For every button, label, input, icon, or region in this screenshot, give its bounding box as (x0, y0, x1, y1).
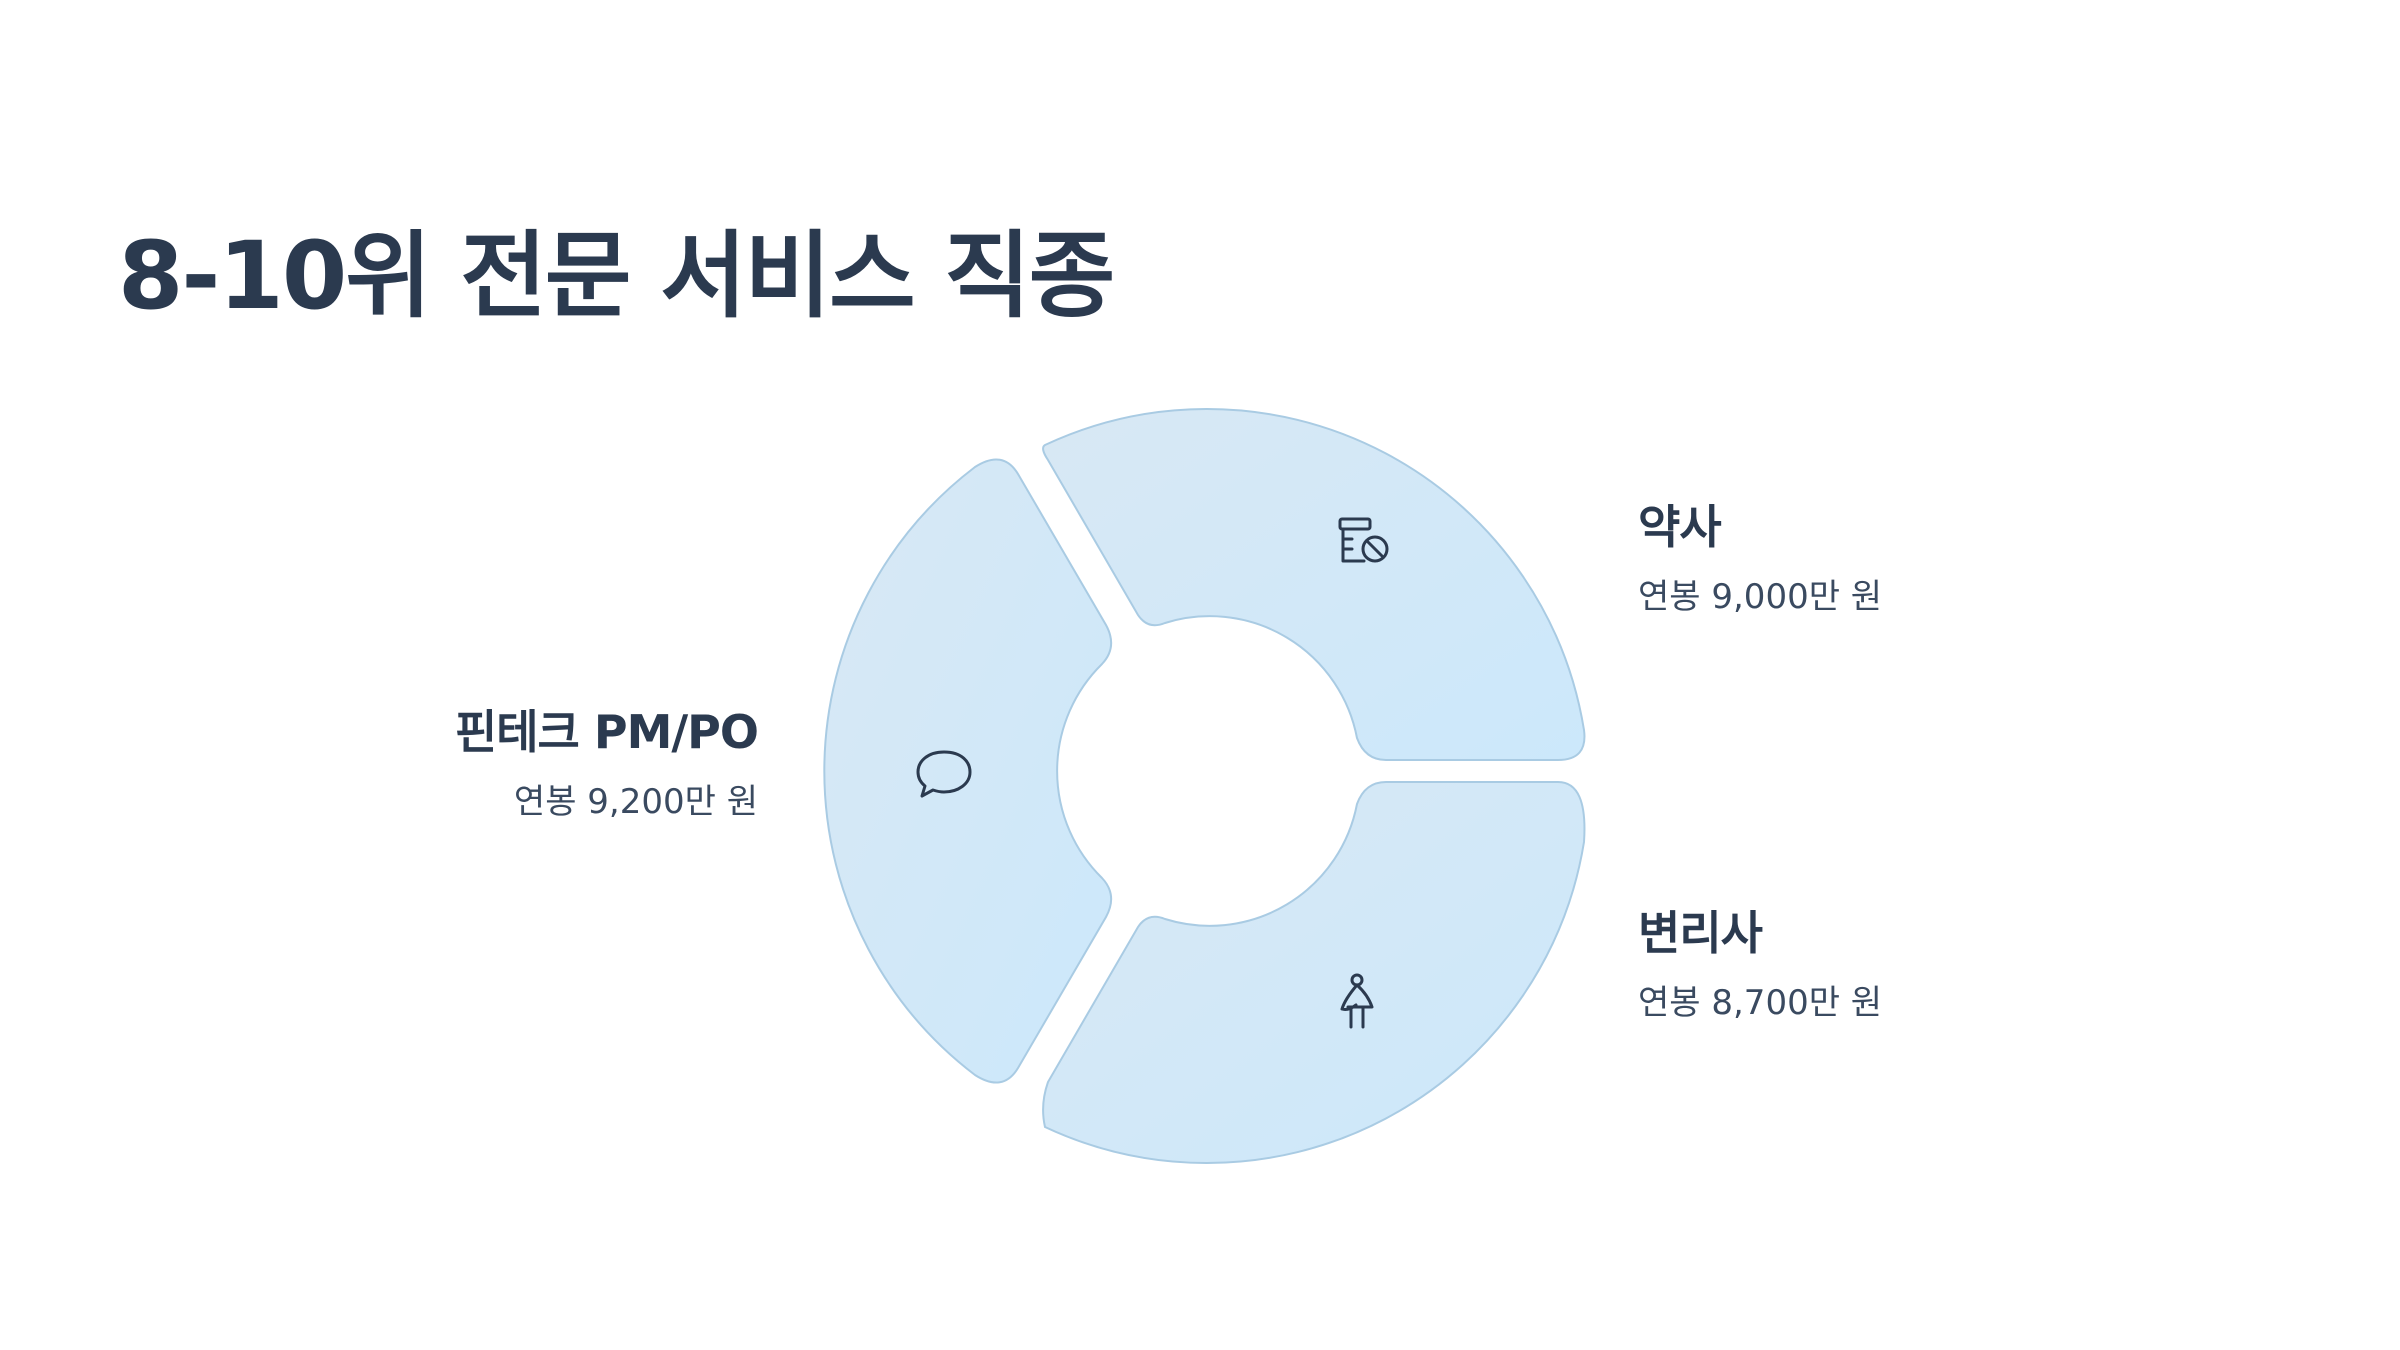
label-salary: 연봉 9,200만 원 (513, 782, 758, 823)
label-patent-attorney: 변리사 연봉 8,700만 원 (1638, 906, 1882, 1024)
label-name: 핀테크 PM/PO (454, 705, 759, 759)
label-pharmacist: 약사 연봉 9,000만 원 (1638, 500, 1882, 618)
label-salary: 연봉 9,000만 원 (1638, 577, 1883, 618)
page-title: 8-10위 전문 서비스 직종 (118, 222, 1115, 331)
speech-bubble-icon (916, 750, 972, 798)
segment-pharmacist (1042, 408, 1586, 761)
medicine-bottle-icon (1338, 517, 1389, 563)
label-salary: 연봉 8,700만 원 (1638, 983, 1883, 1024)
segment-patent-attorney (1042, 781, 1586, 1164)
label-name: 변리사 (1638, 906, 1763, 960)
segment-fintech-pm (823, 458, 1113, 1084)
person-icon (1340, 973, 1374, 1029)
label-name: 약사 (1638, 500, 1722, 554)
label-fintech-pm: 핀테크 PM/PO 연봉 9,200만 원 (454, 705, 759, 823)
